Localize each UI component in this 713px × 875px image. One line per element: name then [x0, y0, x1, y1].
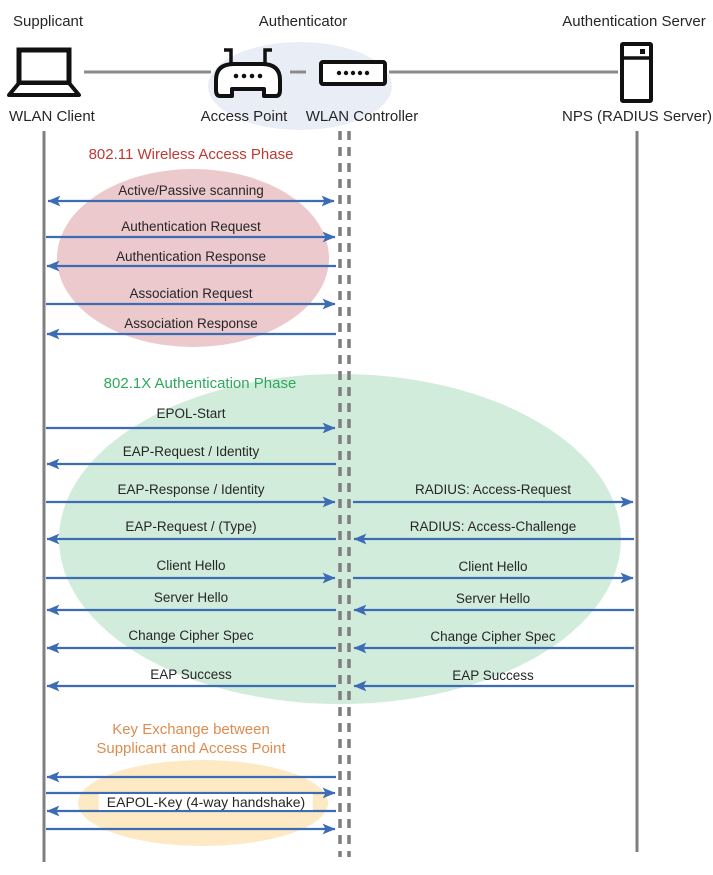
- msg-eap-request-identity: EAP-Request / Identity: [122, 444, 260, 459]
- msg-change-cipher-spec-right: Change Cipher Spec: [430, 629, 556, 644]
- msg-eapol-key: EAPOL-Key (4-way handshake): [98, 794, 314, 810]
- server-icon: [620, 42, 653, 103]
- msg-auth-response: Authentication Response: [115, 249, 267, 264]
- msg-eap-success-left: EAP Success: [150, 667, 232, 682]
- msg-server-hello-left: Server Hello: [153, 590, 229, 605]
- msg-eap-request-type: EAP-Request / (Type): [125, 519, 257, 534]
- phase1-ellipse: [57, 169, 329, 347]
- laptop-icon: [7, 47, 81, 97]
- phase3-title-line2: Supplicant and Access Point: [96, 740, 286, 757]
- phase3-title-line1: Key Exchange between: [112, 721, 270, 738]
- message-arrows: [46, 195, 634, 835]
- access-point-icon: [214, 48, 282, 98]
- actor-role-authentication-server: Authentication Server: [562, 13, 706, 30]
- msg-client-hello-left: Client Hello: [156, 558, 226, 573]
- msg-assoc-request: Association Request: [129, 286, 253, 301]
- msg-epol-start: EPOL-Start: [156, 406, 226, 421]
- msg-radius-access-challenge: RADIUS: Access-Challenge: [409, 519, 577, 534]
- msg-assoc-response: Association Response: [124, 316, 258, 331]
- msg-eap-success-right: EAP Success: [452, 668, 534, 683]
- wlan-controller-icon: [319, 60, 387, 86]
- actor-role-authenticator: Authenticator: [258, 13, 348, 30]
- msg-change-cipher-spec-left: Change Cipher Spec: [128, 628, 254, 643]
- phase1-title: 802.11 Wireless Access Phase: [88, 146, 294, 163]
- actor-device-access-point: Access Point: [200, 108, 288, 125]
- msg-radius-access-request: RADIUS: Access-Request: [414, 482, 572, 497]
- msg-client-hello-right: Client Hello: [458, 559, 528, 574]
- phase2-title: 802.1X Authentication Phase: [103, 375, 297, 392]
- actor-device-wlan-controller: WLAN Controller: [305, 108, 419, 125]
- msg-server-hello-right: Server Hello: [455, 591, 531, 606]
- msg-auth-request: Authentication Request: [121, 219, 261, 234]
- msg-scanning: Active/Passive scanning: [118, 183, 264, 198]
- msg-eap-response-identity: EAP-Response / Identity: [117, 482, 265, 497]
- actor-device-nps-radius-server: NPS (RADIUS Server): [561, 108, 713, 125]
- actor-device-wlan-client: WLAN Client: [9, 108, 95, 125]
- actor-role-supplicant: Supplicant: [13, 13, 84, 30]
